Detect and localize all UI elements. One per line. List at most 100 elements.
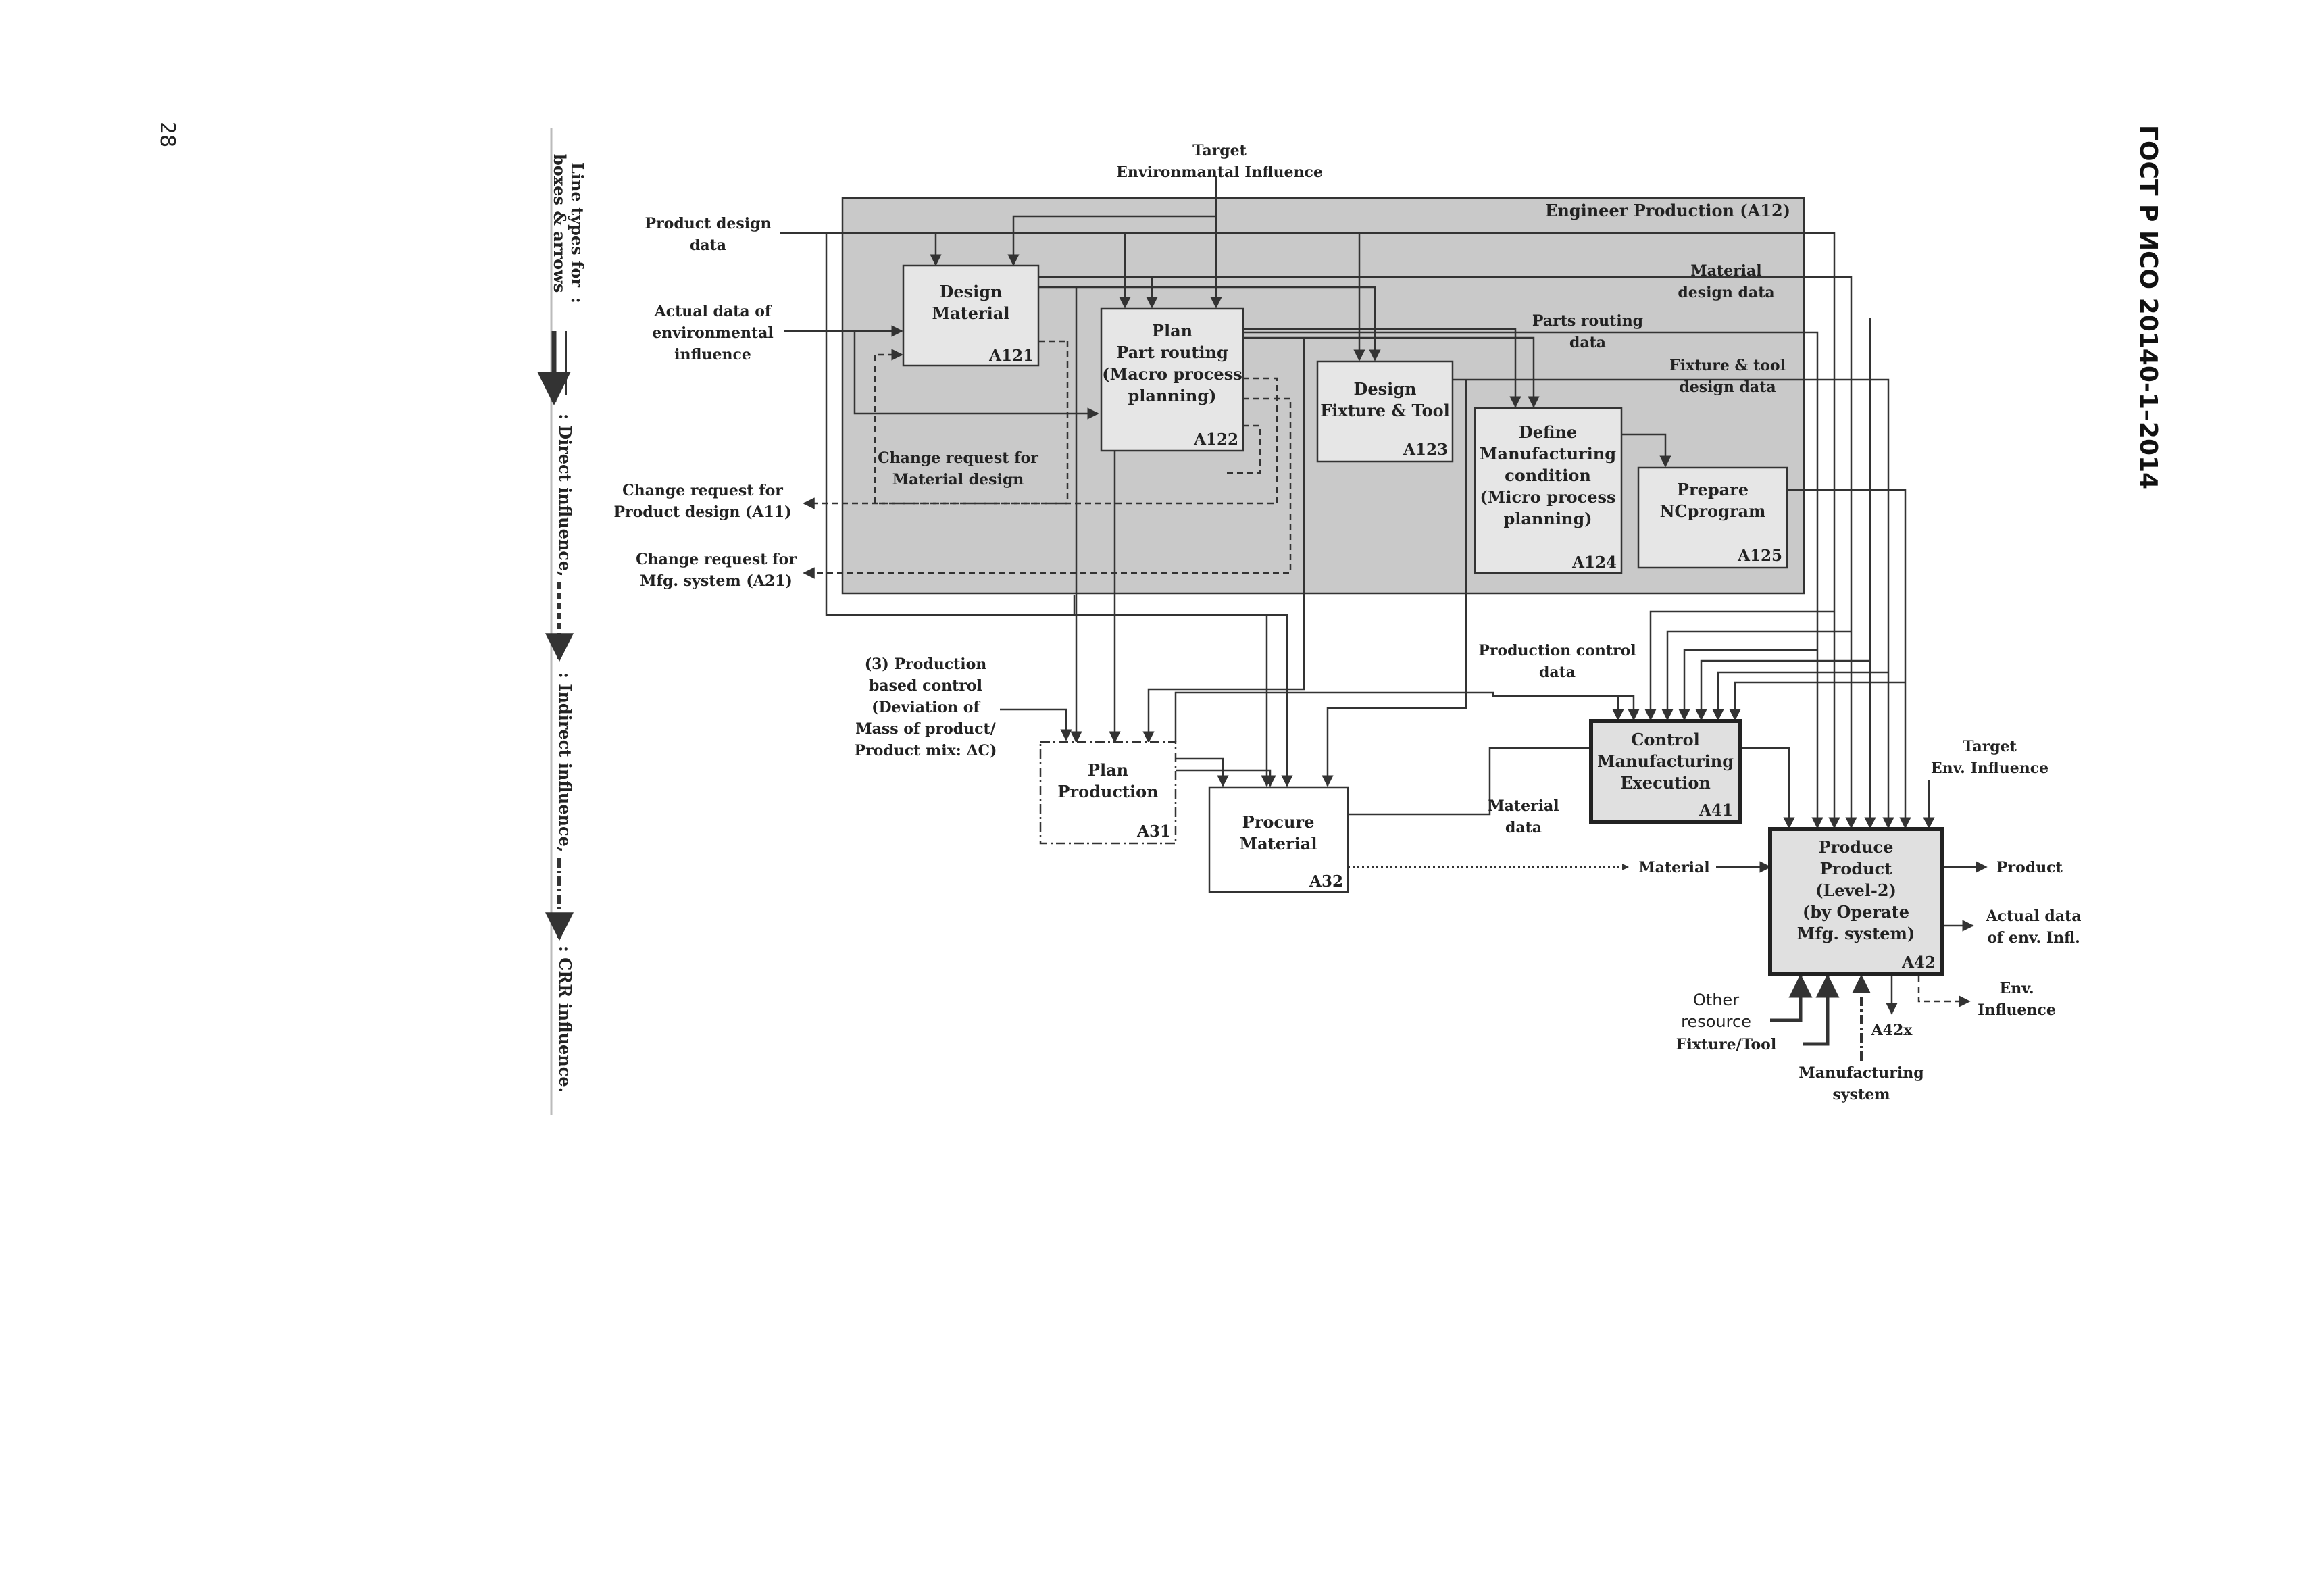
- env-influence-label-2: Influence: [1978, 1001, 2056, 1019]
- a31-line-2: Production: [1057, 782, 1158, 801]
- actual-env-infl-label-1: Actual data: [1986, 907, 2082, 925]
- a42-line-1: Produce: [1819, 837, 1894, 857]
- legend-title-line2: boxes & arrows: [550, 154, 570, 293]
- labels: Target Environmantal Influence Product d…: [613, 142, 2081, 1103]
- actual-env-data-label-2: environmental: [652, 324, 773, 342]
- legend-crr: : CRR influence.: [555, 946, 575, 1093]
- legend-direct: : Direct influence,: [555, 414, 575, 577]
- a123-line-1: Design: [1354, 379, 1417, 399]
- production-based-control-label-5: Product mix: ΔC): [855, 742, 997, 759]
- actual-env-data-label-3: influence: [674, 346, 751, 364]
- material-design-data-label-2: design data: [1678, 284, 1774, 301]
- a32-line-1: Procure: [1242, 812, 1315, 832]
- a41-line-3: Execution: [1620, 773, 1711, 793]
- box-a32: Procure Material A32: [1208, 786, 1349, 893]
- a125-line-1: Prepare: [1677, 480, 1749, 499]
- material-design-data-label-1: Material: [1690, 262, 1761, 280]
- a41-line-1: Control: [1631, 730, 1699, 749]
- production-control-data-label-1: Production control: [1478, 642, 1636, 659]
- a122-line-2: Part routing: [1116, 343, 1228, 362]
- a42-line-5: Mfg. system): [1797, 924, 1915, 943]
- a124-line-5: planning): [1503, 509, 1592, 528]
- product-design-data-label-1: Product design: [645, 215, 772, 232]
- a123-line-2: Fixture & Tool: [1320, 401, 1450, 420]
- a31-code: A31: [1136, 822, 1171, 841]
- box-a121: Design Material A121: [902, 264, 1040, 367]
- change-req-material-label-2: Material design: [892, 471, 1024, 489]
- box-a31: Plan Production A31: [1039, 741, 1177, 845]
- a124-line-1: Define: [1519, 422, 1577, 442]
- fixture-tool-label: Fixture/Tool: [1676, 1036, 1776, 1053]
- a123-code: A123: [1403, 441, 1448, 459]
- a42x-label: A42x: [1871, 1022, 1913, 1039]
- a41-code: A41: [1699, 801, 1733, 820]
- actual-env-data-label-1: Actual data of: [654, 303, 772, 320]
- manufacturing-system-label-1: Manufacturing: [1799, 1064, 1923, 1082]
- production-based-control-label-3: (Deviation of: [872, 699, 980, 716]
- a42-line-2: Product: [1820, 859, 1892, 878]
- production-based-control-label-1: (3) Production: [865, 655, 987, 673]
- a122-line-1: Plan: [1152, 321, 1192, 341]
- a124-line-2: Manufacturing: [1480, 444, 1616, 464]
- change-req-mfg-label-2: Mfg. system (A21): [640, 572, 793, 590]
- a31-line-1: Plan: [1088, 760, 1128, 780]
- target-env-label-2: Environmantal Influence: [1116, 164, 1323, 181]
- change-req-material-label-1: Change request for: [878, 449, 1038, 467]
- legend-title-line1: Line types for: [568, 162, 587, 287]
- engineer-production-title: Engineer Production (A12): [1545, 201, 1790, 220]
- a124-line-3: condition: [1505, 466, 1591, 485]
- change-req-product-label-1: Change request for: [622, 482, 783, 499]
- change-req-product-label-2: Product design (A11): [613, 503, 791, 521]
- a122-code: A122: [1193, 430, 1238, 449]
- other-resource-label-2: resource: [1681, 1012, 1751, 1031]
- a42-line-4: (by Operate: [1803, 902, 1909, 922]
- product-design-data-label-2: data: [690, 236, 726, 254]
- production-control-data-label-2: data: [1539, 664, 1576, 681]
- box-a125: Prepare NCprogram A125: [1637, 466, 1788, 569]
- a32-line-2: Material: [1240, 834, 1317, 853]
- box-a123: Design Fixture & Tool A123: [1316, 360, 1454, 463]
- legend: Line types for boxes & arrows : : Direct…: [537, 128, 587, 1115]
- target-env-right-label-1: Target: [1963, 738, 2017, 755]
- material-label: Material: [1638, 859, 1709, 876]
- connectors: [780, 177, 1988, 1061]
- a121-line-2: Material: [932, 303, 1010, 323]
- a41-line-2: Manufacturing: [1597, 751, 1734, 771]
- parts-routing-data-label-2: data: [1569, 334, 1606, 351]
- manufacturing-system-label-2: system: [1833, 1086, 1890, 1103]
- box-a124: Define Manufacturing condition (Micro pr…: [1474, 407, 1623, 574]
- actual-env-infl-label-2: of env. Infl.: [1987, 929, 2080, 947]
- fixture-tool-data-label-2: design data: [1679, 378, 1776, 396]
- a125-code: A125: [1737, 547, 1782, 565]
- change-req-mfg-label-1: Change request for: [636, 551, 797, 568]
- a121-code: A121: [988, 347, 1034, 365]
- a32-code: A32: [1309, 872, 1343, 891]
- a125-line-2: NCprogram: [1660, 501, 1766, 521]
- legend-indirect: : Indirect influence,: [555, 672, 575, 852]
- a121-line-1: Design: [940, 282, 1003, 301]
- production-based-control-label-2: based control: [869, 677, 982, 695]
- material-data-label-1: Material: [1488, 797, 1559, 815]
- parts-routing-data-label-1: Parts routing: [1532, 312, 1643, 330]
- box-a122: Plan Part routing (Macro process plannin…: [1100, 307, 1244, 452]
- production-based-control-label-4: Mass of product/: [855, 720, 996, 738]
- page-number: 28: [155, 122, 179, 147]
- a122-line-3: (Macro process: [1102, 364, 1242, 384]
- legend-colon: :: [568, 297, 587, 303]
- product-output-label: Product: [1996, 859, 2063, 876]
- material-data-label-2: data: [1505, 819, 1542, 837]
- target-env-right-label-2: Env. Influence: [1931, 759, 2048, 777]
- env-influence-label-1: Env.: [2000, 980, 2034, 997]
- a42-line-3: (Level-2): [1815, 880, 1896, 900]
- a122-line-4: planning): [1128, 386, 1216, 405]
- a124-line-4: (Micro process: [1480, 487, 1616, 507]
- a124-code: A124: [1571, 553, 1617, 572]
- box-a41: Control Manufacturing Execution A41: [1589, 719, 1742, 824]
- fixture-tool-data-label-1: Fixture & tool: [1669, 357, 1786, 374]
- other-resource-label-1: Other: [1693, 991, 1739, 1009]
- standard-header: ГОСТ Р ИСО 20140-1–2014: [2134, 125, 2162, 489]
- target-env-label-1: Target: [1192, 142, 1247, 159]
- a42-code: A42: [1901, 953, 1936, 972]
- box-a42: Produce Product (Level-2) (by Operate Mf…: [1768, 827, 1944, 976]
